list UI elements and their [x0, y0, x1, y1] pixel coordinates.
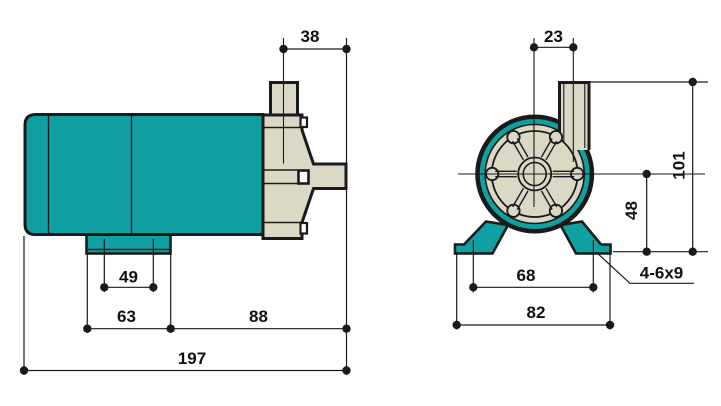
dim-label-mount-slot-spacing: 68: [517, 266, 536, 285]
dim-label-overall-length: 197: [178, 349, 206, 368]
cover-ribs: [495, 138, 575, 210]
side-view: 38 49 63 88 197: [19, 27, 351, 375]
dim-label-foot-slot-spacing: 49: [119, 268, 138, 287]
motor-body: [23, 113, 265, 236]
dim-label-base-width: 82: [527, 303, 546, 322]
front-view: 23 48 101 68 82 4-6x9: [452, 27, 708, 330]
dim-label-mount-slots: 4-6x9: [640, 264, 683, 283]
front-view-dimensions: 23 48 101 68 82 4-6x9: [452, 27, 708, 330]
side-view-dimensions: 38 49 63 88 197: [19, 27, 351, 375]
front-right-foot: [558, 220, 612, 255]
head-notch-top: [299, 116, 309, 129]
dim-label-base-to-centerline: 48: [622, 201, 641, 220]
head-notch-bottom: [299, 221, 309, 235]
dim-label-port-to-outlet: 38: [301, 27, 320, 46]
slot-leader-line: [595, 251, 694, 284]
outlet-hub-notch: [297, 169, 310, 185]
dim-label-port-offset: 23: [544, 27, 563, 46]
dimension-dots: [452, 43, 697, 330]
dim-label-overall-height: 101: [670, 151, 689, 179]
front-left-foot: [453, 220, 511, 255]
dim-label-head-length: 88: [249, 307, 268, 326]
dim-label-foot-length: 63: [117, 307, 136, 326]
dimension-dots: [19, 44, 351, 375]
front-inlet-port: [558, 81, 591, 150]
